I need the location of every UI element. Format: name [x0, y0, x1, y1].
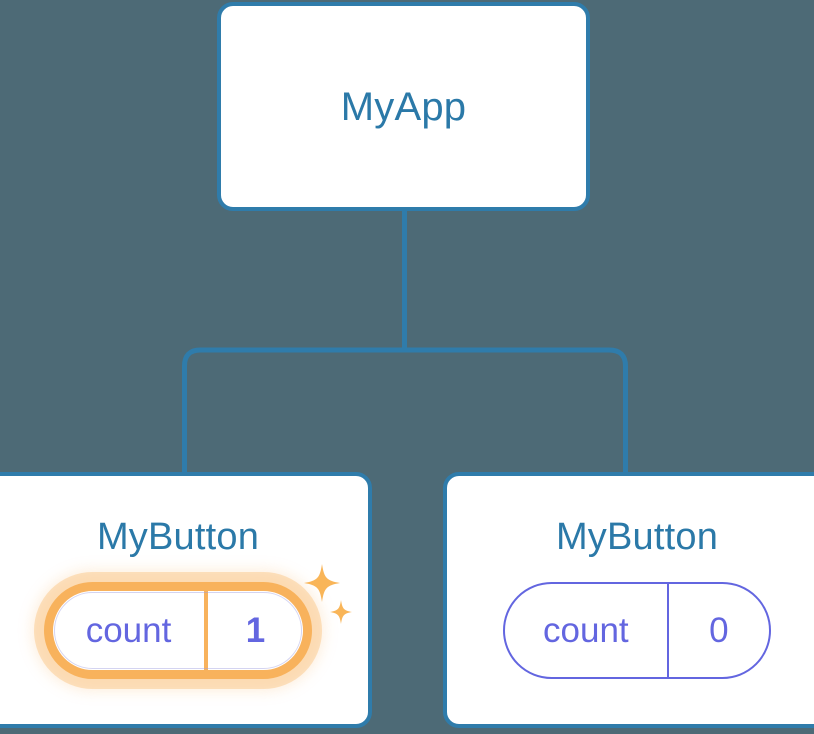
node-card-mybutton-right[interactable]: MyButton count 0	[443, 472, 814, 728]
sparkle-icon-large	[304, 564, 340, 602]
sparkle-icon-small	[330, 600, 352, 624]
state-pill-right[interactable]: count 0	[503, 582, 771, 679]
state-key-left: count	[53, 591, 208, 670]
state-value-left: 1	[245, 611, 266, 650]
state-pill-wrapper-right: count 0	[503, 582, 771, 679]
node-card-mybutton-left[interactable]: MyButton count 1	[0, 472, 372, 728]
connector-branch-bar	[182, 347, 628, 473]
state-value-right: 0	[709, 611, 729, 650]
node-title-mybutton-left: MyButton	[96, 516, 260, 558]
node-title-myapp: MyApp	[340, 84, 467, 129]
state-pill-left[interactable]: count 1	[44, 582, 312, 679]
state-pill-wrapper-left: count 1	[44, 564, 352, 679]
node-title-mybutton-right: MyButton	[555, 516, 719, 558]
node-card-myapp[interactable]: MyApp	[217, 2, 590, 211]
state-key-right: count	[505, 584, 669, 677]
